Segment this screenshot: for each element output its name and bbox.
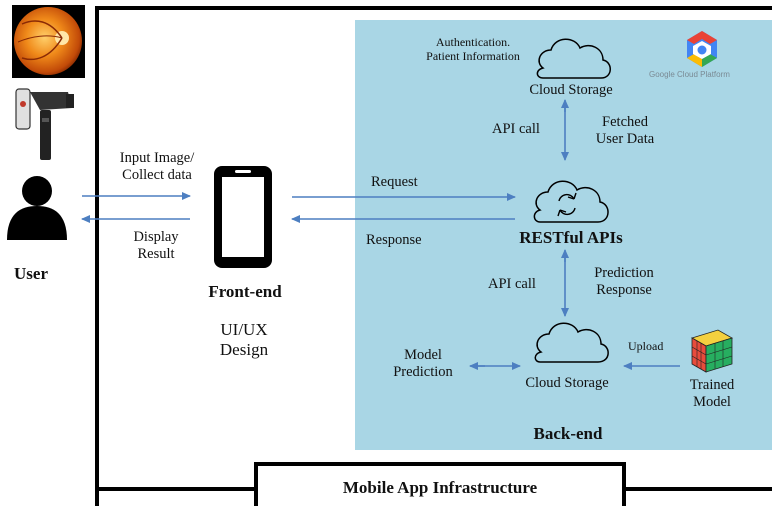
display-result-label: Display Result bbox=[118, 229, 194, 262]
frontend-design: UI/UX Design bbox=[196, 320, 292, 359]
gcp-label: Google Cloud Platform bbox=[649, 70, 730, 79]
backend-panel bbox=[355, 20, 772, 450]
ophthalmoscope-phone-icon bbox=[15, 88, 74, 160]
prediction-line2: Response bbox=[596, 281, 652, 298]
footer-title: Mobile App Infrastructure bbox=[342, 478, 538, 497]
model-prediction-label: Model Prediction bbox=[380, 347, 466, 380]
api-call-top-label: API call bbox=[492, 121, 540, 137]
infrastructure-frame bbox=[95, 6, 772, 506]
fetched-user-data-label: Fetched User Data bbox=[580, 114, 670, 147]
prediction-line1: Prediction bbox=[594, 265, 654, 281]
design-line2: Design bbox=[219, 339, 269, 359]
auth-note: Authentication. Patient Information bbox=[398, 35, 548, 64]
cloud-icon bbox=[534, 322, 609, 363]
trained-model-label: Trained Model bbox=[672, 377, 752, 410]
cloud-sync-icon bbox=[533, 180, 609, 223]
auth-note-line2: Patient Information bbox=[426, 48, 520, 63]
display-line1: Display bbox=[133, 229, 179, 245]
smartphone-icon bbox=[214, 166, 272, 268]
fetched-line2: User Data bbox=[595, 130, 655, 147]
retina-image bbox=[12, 5, 85, 78]
bottom-storage-label: Cloud Storage bbox=[525, 375, 609, 391]
trained-line1: Trained bbox=[689, 377, 735, 393]
frontend-title: Front-end bbox=[208, 282, 282, 301]
user-icon bbox=[7, 176, 67, 240]
fetched-line1: Fetched bbox=[602, 114, 648, 130]
cloud-icon bbox=[536, 38, 611, 79]
prediction-response-label: Prediction Response bbox=[578, 265, 670, 298]
top-storage-label: Cloud Storage bbox=[529, 82, 613, 98]
api-call-bottom-label: API call bbox=[488, 276, 536, 292]
upload-label: Upload bbox=[628, 339, 664, 353]
input-image-line1: Input Image/ bbox=[119, 150, 195, 166]
display-line2: Result bbox=[137, 245, 175, 262]
trained-line2: Model bbox=[693, 393, 731, 410]
model-pred-line1: Model bbox=[404, 347, 442, 363]
input-image-line2: Collect data bbox=[122, 166, 192, 183]
auth-note-line1: Authentication. bbox=[435, 35, 511, 49]
gcp-logo-icon bbox=[687, 31, 717, 67]
footer-title-box bbox=[254, 462, 626, 506]
design-line1: UI/UX bbox=[220, 320, 268, 339]
user-label: User bbox=[14, 264, 48, 283]
restful-apis-label: RESTful APIs bbox=[519, 228, 623, 247]
model-pred-line2: Prediction bbox=[393, 363, 453, 380]
backend-title: Back-end bbox=[533, 424, 603, 443]
input-image-label: Input Image/ Collect data bbox=[104, 150, 210, 183]
request-label: Request bbox=[371, 174, 418, 190]
response-label: Response bbox=[366, 232, 422, 248]
rubiks-cube-icon bbox=[690, 329, 734, 373]
